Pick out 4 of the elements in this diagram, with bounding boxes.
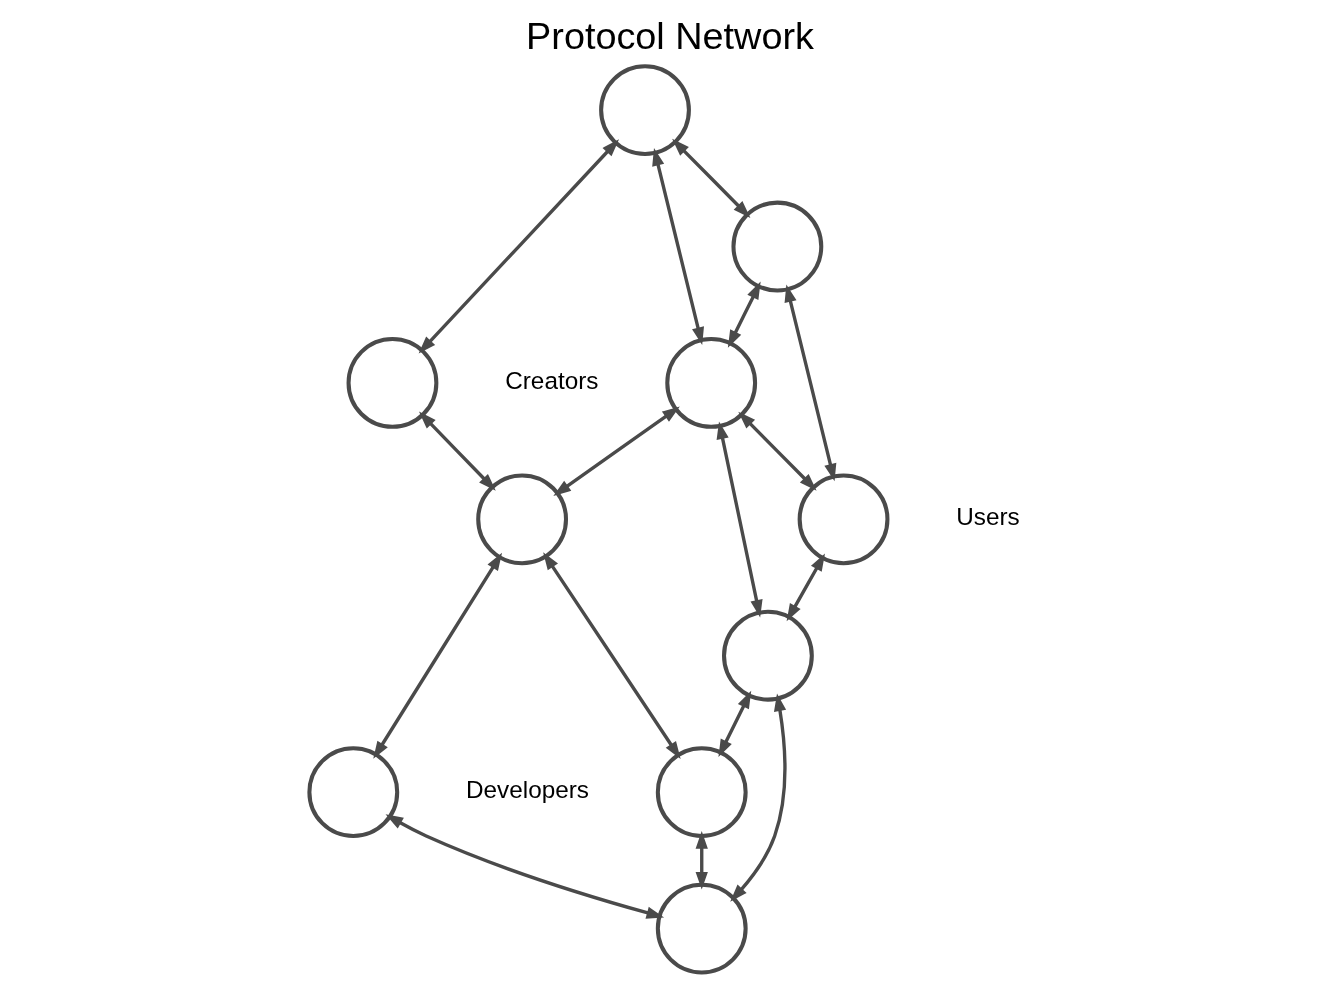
node-label: Developers — [466, 776, 589, 804]
diagram-title: Protocol Network — [526, 15, 814, 58]
node-label: Users — [956, 503, 1020, 531]
node-label: Creators — [505, 366, 599, 394]
